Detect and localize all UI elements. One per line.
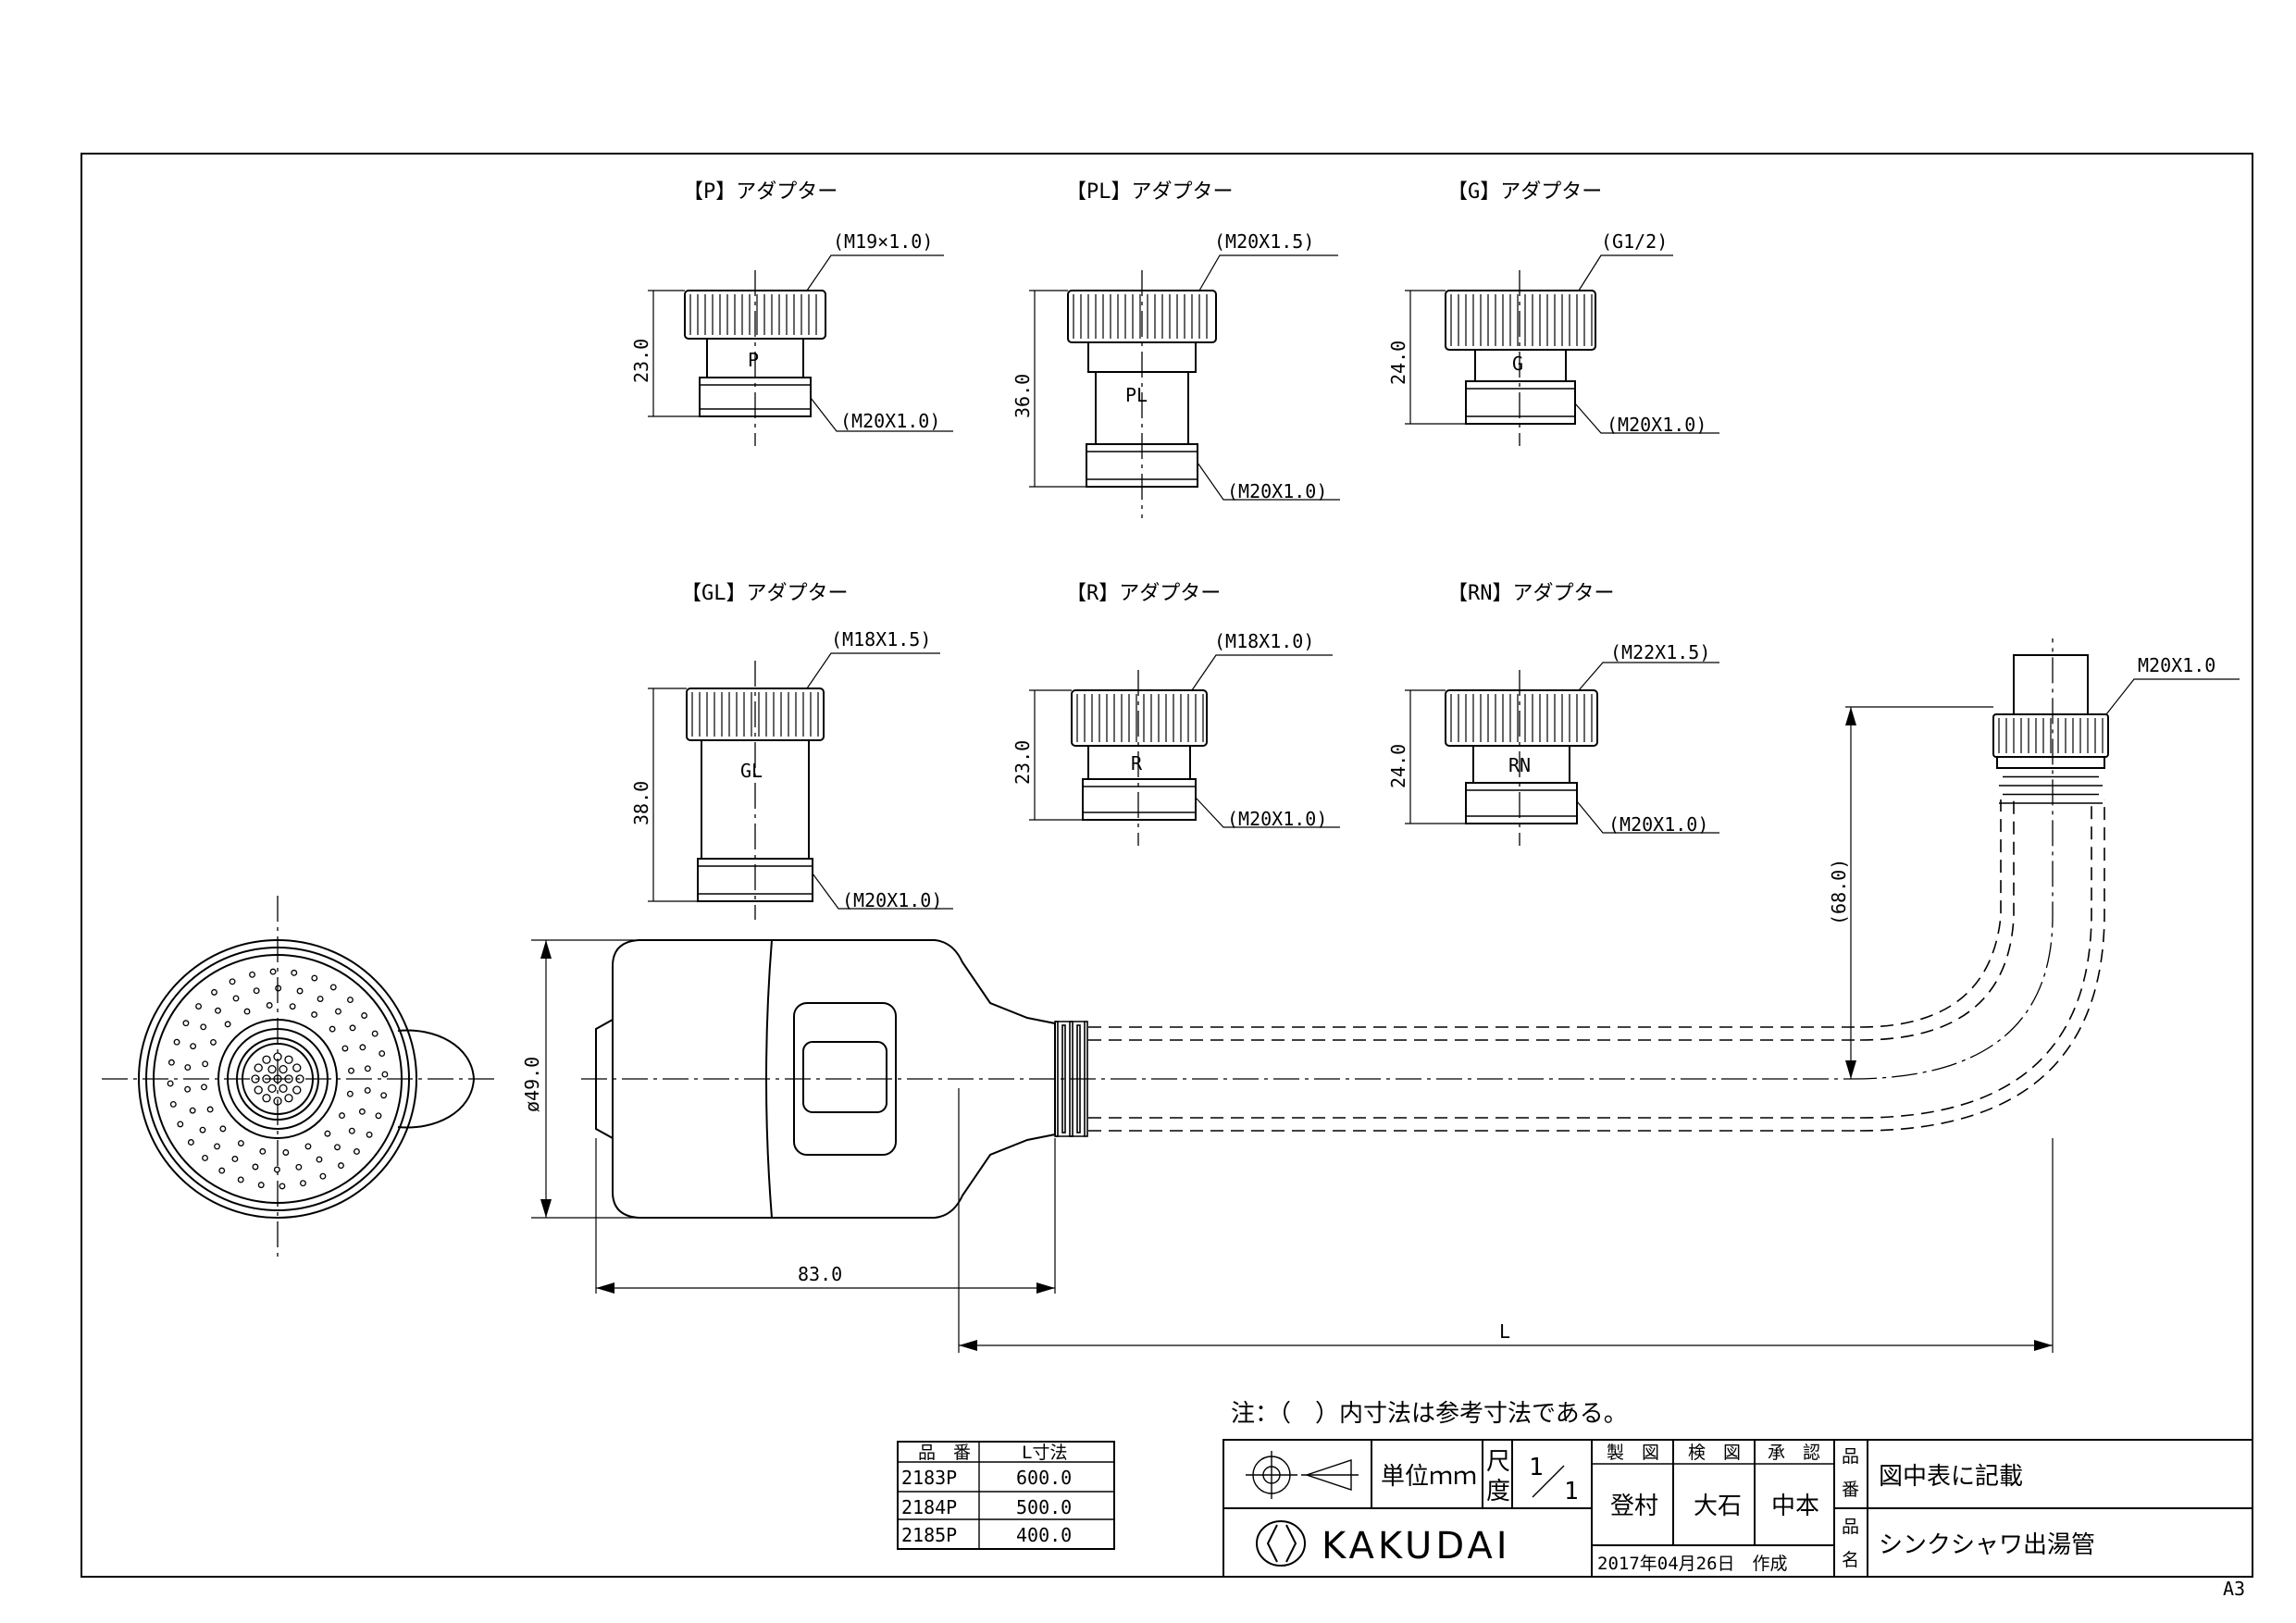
- adapter-pl-mark: PL: [1125, 384, 1148, 406]
- parts-row-2-length: 500.0: [1016, 1496, 1072, 1518]
- parts-header-length: L寸法: [1022, 1443, 1067, 1463]
- scale-label-2: 度: [1486, 1478, 1510, 1505]
- adapter-rn-mark: RN: [1508, 754, 1531, 776]
- brand-name: KAKUDAI: [1322, 1525, 1511, 1567]
- adapter-rn-thread-bottom: (M20X1.0): [1608, 813, 1708, 836]
- name-value: シンクシャワ出湯管: [1879, 1531, 2095, 1559]
- title-block: 単位ｍｍ 尺 度 1 1 KAKUDAI 製 図 検 図 承 認 登村 大石 中…: [1222, 1439, 2253, 1578]
- adapter-r-mark: R: [1131, 752, 1143, 774]
- thread-label: M20X1.0: [2138, 654, 2215, 676]
- part-value: 図中表に記載: [1879, 1463, 2023, 1491]
- adapter-r-thread-top: (M18X1.0): [1214, 630, 1314, 652]
- adapter-pl-height: 36.0: [1011, 374, 1034, 418]
- name-approved: 中本: [1771, 1493, 1819, 1520]
- note: 注：（ ）内寸法は参考寸法である。: [1231, 1400, 1628, 1428]
- part-label-2: 番: [1842, 1480, 1859, 1500]
- adapter-gl-height: 38.0: [630, 781, 652, 825]
- adapter-rn: 【RN】アダプター RN 24.0 (M22X1.5) (M20X1.0): [1387, 582, 1719, 846]
- kakudai-logo: KAKUDAI: [1256, 1520, 1511, 1567]
- name-checked: 大石: [1694, 1493, 1742, 1520]
- role-checked: 検 図: [1688, 1443, 1741, 1463]
- name-label-1: 品: [1842, 1517, 1859, 1537]
- adapter-p-thread-bottom: (M20X1.0): [840, 410, 940, 432]
- adapter-g-mark: G: [1512, 353, 1523, 375]
- adapter-rn-height: 24.0: [1387, 744, 1409, 788]
- part-label-1: 品: [1842, 1446, 1859, 1467]
- projection-symbol-icon: [1246, 1451, 1359, 1499]
- adapter-pl-thread-top: (M20X1.5): [1214, 230, 1314, 253]
- sheet-size: A3: [2223, 1578, 2245, 1600]
- adapter-r-title: 【R】アダプター: [1066, 582, 1221, 605]
- adapter-gl-thread-bottom: (M20X1.0): [842, 889, 942, 911]
- inner-nozzles: [251, 1052, 304, 1106]
- role-drafted: 製 図: [1607, 1443, 1659, 1463]
- role-approved: 承 認: [1768, 1443, 1820, 1463]
- parts-row-3-part: 2185P: [901, 1524, 957, 1546]
- drawing-frame: [81, 153, 2253, 1578]
- adapter-r: 【R】アダプター R 23.0 (M18X1.0) (M20X1.0): [1011, 582, 1340, 846]
- adapter-g-thread-bottom: (M20X1.0): [1607, 414, 1706, 436]
- adapter-p-mark: P: [748, 349, 759, 371]
- adapter-gl: 【GL】アダプター GL 38.0 (M18X1.5) (M20X1.0): [630, 582, 953, 920]
- scale-label-1: 尺: [1486, 1448, 1510, 1476]
- adapter-r-height: 23.0: [1011, 740, 1034, 785]
- adapter-pl: 【PL】アダプター PL 36.0 (M20X1.5) (M20X1.0): [1011, 180, 1340, 518]
- parts-row-2-part: 2184P: [901, 1496, 957, 1518]
- adapter-r-thread-bottom: (M20X1.0): [1227, 808, 1327, 830]
- shower-head-front-view: [102, 896, 500, 1258]
- parts-row-3-length: 400.0: [1016, 1524, 1072, 1546]
- scale-num: 1: [1529, 1454, 1544, 1481]
- dim-83: 83.0: [798, 1263, 842, 1285]
- spray-holes: [167, 968, 389, 1190]
- adapter-gl-title: 【GL】アダプター: [681, 582, 849, 605]
- adapter-p-title: 【P】アダプター: [683, 180, 838, 204]
- adapter-rn-title: 【RN】アダプター: [1447, 582, 1615, 605]
- parts-table: 品 番 L寸法 2183P 600.0 2184P 500.0 2185P 40…: [897, 1441, 1115, 1550]
- adapter-gl-thread-top: (M18X1.5): [831, 628, 931, 650]
- parts-row-1-length: 600.0: [1016, 1467, 1072, 1489]
- adapter-pl-title: 【PL】アダプター: [1066, 180, 1234, 204]
- adapter-g-thread-top: (G1/2): [1601, 230, 1668, 253]
- name-label-2: 名: [1842, 1550, 1859, 1570]
- adapter-p: 【P】アダプター P 23.0 (M19×1.0) (M20X1.0): [630, 180, 953, 446]
- name-drafted: 登村: [1610, 1493, 1658, 1520]
- scale-den: 1: [1564, 1478, 1579, 1505]
- dim-diameter: ø49.0: [521, 1057, 543, 1112]
- adapter-g-height: 24.0: [1387, 341, 1409, 385]
- adapter-g: 【G】アダプター G 24.0 (G1/2) (M20X1.0): [1387, 180, 1719, 446]
- dim-68: (68.0): [1828, 859, 1850, 925]
- shower-pipe-side-view: 83.0 ø49.0 L (68.0) M20X1.0: [521, 638, 2240, 1353]
- adapter-p-thread-top: (M19×1.0): [833, 230, 933, 253]
- adapter-rn-thread-top: (M22X1.5): [1610, 641, 1710, 663]
- adapter-pl-thread-bottom: (M20X1.0): [1227, 480, 1327, 502]
- adapter-g-title: 【G】アダプター: [1447, 180, 1602, 204]
- adapter-p-height: 23.0: [630, 339, 652, 383]
- dim-L: L: [1499, 1320, 1510, 1343]
- parts-header-part: 品 番: [918, 1443, 971, 1463]
- created-date: 2017年04月26日 作成: [1597, 1554, 1788, 1574]
- unit-label: 単位ｍｍ: [1381, 1463, 1477, 1491]
- adapter-gl-mark: GL: [740, 760, 763, 782]
- parts-row-1-part: 2183P: [901, 1467, 957, 1489]
